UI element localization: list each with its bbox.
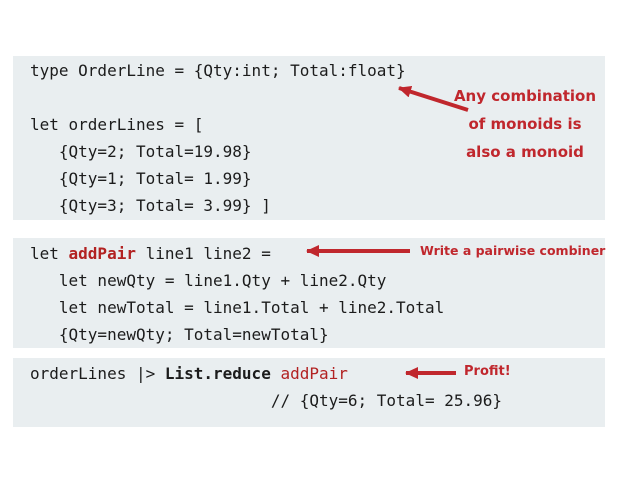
code-line: {Qty=newQty; Total=newTotal}	[30, 321, 605, 348]
code-segment-kw: addPair	[68, 244, 136, 263]
code-line: orderLines |> List.reduce addPair	[30, 360, 605, 387]
code-segment: {Qty=1; Total= 1.99}	[30, 169, 252, 188]
code-segment: {Qty=2; Total=19.98}	[30, 142, 252, 161]
code-segment: type OrderLine = {Qty:int; Total:float}	[30, 61, 406, 80]
code-line: let newTotal = line1.Total + line2.Total	[30, 294, 605, 321]
code-segment: let newQty = line1.Qty + line2.Qty	[30, 271, 387, 290]
code-segment: line1 line2 =	[135, 244, 271, 263]
code-line: type OrderLine = {Qty:int; Total:float}	[30, 57, 605, 84]
code-line: let newQty = line1.Qty + line2.Qty	[30, 267, 605, 294]
code-segment: let newTotal = line1.Total + line2.Total	[30, 298, 445, 317]
code-line: // {Qty=6; Total= 25.96}	[30, 387, 605, 414]
code-line: let orderLines = [	[30, 111, 605, 138]
code-segment-bold: List.reduce	[164, 364, 271, 383]
code-segment: {Qty=3; Total= 3.99} ]	[30, 196, 271, 215]
monoid-combination-note: Any combination of monoids is also a mon…	[442, 82, 608, 166]
monoid-note-line-3: also a monoid	[466, 143, 584, 161]
code-segment-red: addPair	[280, 364, 348, 383]
code-line: let addPair line1 line2 =	[30, 240, 605, 267]
code-block-type-definition: type OrderLine = {Qty:int; Total:float} …	[13, 56, 605, 220]
profit-note: Profit!	[464, 364, 511, 379]
code-line: {Qty=1; Total= 1.99}	[30, 165, 605, 192]
monoid-note-line-2: of monoids is	[468, 115, 582, 133]
code-segment: let orderLines = [	[30, 115, 204, 134]
code-segment: {Qty=newQty; Total=newTotal}	[30, 325, 329, 344]
code-segment: orderLines |>	[30, 364, 165, 383]
pairwise-combiner-note: Write a pairwise combiner	[420, 243, 606, 258]
code-line: {Qty=3; Total= 3.99} ]	[30, 192, 605, 219]
monoid-note-line-1: Any combination	[453, 87, 597, 105]
code-line: {Qty=2; Total=19.98}	[30, 138, 605, 165]
code-segment: let	[30, 244, 69, 263]
code-segment: // {Qty=6; Total= 25.96}	[30, 391, 503, 410]
code-block-reduce-result: orderLines |> List.reduce addPair // {Qt…	[13, 358, 605, 427]
